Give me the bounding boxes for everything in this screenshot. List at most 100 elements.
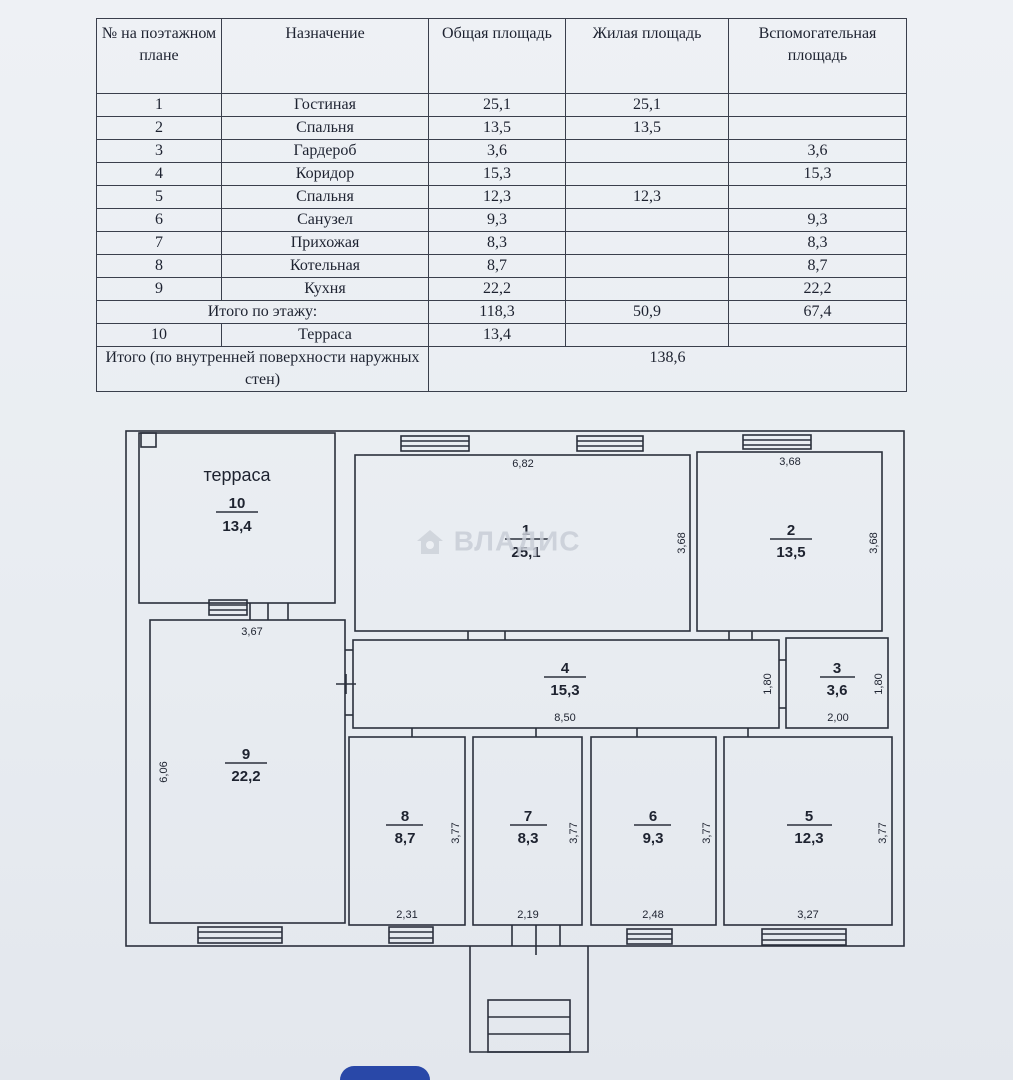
row-aux: 15,3 bbox=[728, 162, 907, 186]
row-aux: 8,7 bbox=[728, 254, 907, 278]
row-name: Коридор bbox=[221, 162, 429, 186]
room-7-outline bbox=[472, 736, 583, 926]
table-row: 3 Гардероб 3,6 3,6 bbox=[96, 139, 907, 163]
room-5-outline bbox=[723, 736, 893, 926]
room-area-table: № на поэтажном плане Назначение Общая пл… bbox=[96, 18, 907, 392]
table-row: 2 Спальня 13,5 13,5 bbox=[96, 116, 907, 140]
table-row: 5 Спальня 12,3 12,3 bbox=[96, 185, 907, 209]
row-living bbox=[565, 231, 729, 255]
row-name: Санузел bbox=[221, 208, 429, 232]
room-number: 8 bbox=[401, 808, 409, 825]
row-num: 1 bbox=[96, 93, 222, 117]
dim-r4-width: 8,50 bbox=[554, 712, 575, 724]
dim-r7-width: 2,19 bbox=[517, 909, 538, 921]
dim-r5-height: 3,77 bbox=[877, 822, 889, 843]
room-area: 8,3 bbox=[518, 830, 539, 847]
house-icon bbox=[415, 527, 445, 557]
room-area: 12,3 bbox=[794, 830, 823, 847]
grand-total-value: 138,6 bbox=[428, 346, 907, 392]
dim-r9-height: 6,06 bbox=[158, 761, 170, 782]
row-total: 15,3 bbox=[428, 162, 566, 186]
room-number: 9 bbox=[242, 746, 250, 763]
floor-total-total: 118,3 bbox=[428, 300, 566, 324]
room-number: 2 bbox=[787, 522, 795, 539]
floor-total-row: Итого по этажу: 118,3 50,9 67,4 bbox=[96, 300, 907, 324]
room-number: 6 bbox=[649, 808, 657, 825]
row-name: Кухня bbox=[221, 277, 429, 301]
row-living bbox=[565, 208, 729, 232]
room-3-outline bbox=[785, 637, 889, 729]
row-name: Спальня bbox=[221, 185, 429, 209]
table-row: 8 Котельная 8,7 8,7 bbox=[96, 254, 907, 278]
row-living: 13,5 bbox=[565, 116, 729, 140]
floor-total-aux: 67,4 bbox=[728, 300, 907, 324]
room-area: 9,3 bbox=[643, 830, 664, 847]
room-area: 25,1 bbox=[511, 544, 540, 561]
dim-r6-height: 3,77 bbox=[701, 822, 713, 843]
dim-r4-height: 1,80 bbox=[762, 673, 774, 694]
dimension-labels: 6,82 3,68 3,68 3,68 3,67 6,06 8,50 1,80 … bbox=[158, 456, 889, 921]
room-number: 3 bbox=[833, 660, 841, 677]
row-total: 8,7 bbox=[428, 254, 566, 278]
row-name: Прихожая bbox=[221, 231, 429, 255]
stamp-edge bbox=[340, 1066, 430, 1080]
table-row: 4 Коридор 15,3 15,3 bbox=[96, 162, 907, 186]
row-living bbox=[565, 254, 729, 278]
row-aux bbox=[728, 185, 907, 209]
table-row: 6 Санузел 9,3 9,3 bbox=[96, 208, 907, 232]
row-total: 12,3 bbox=[428, 185, 566, 209]
row-total: 22,2 bbox=[428, 277, 566, 301]
row-num: 3 bbox=[96, 139, 222, 163]
outer-wall bbox=[125, 430, 905, 947]
room-10-outline bbox=[138, 432, 336, 604]
dim-r2-height: 3,68 bbox=[868, 532, 880, 553]
header-plan-number: № на поэтажном плане bbox=[96, 18, 222, 94]
row-name: Котельная bbox=[221, 254, 429, 278]
dim-r1-width: 6,82 bbox=[512, 458, 533, 470]
row-total: 8,3 bbox=[428, 231, 566, 255]
room-area: 3,6 bbox=[827, 682, 848, 699]
table-row: 1 Гостиная 25,1 25,1 bbox=[96, 93, 907, 117]
room-number: 4 bbox=[561, 660, 570, 677]
room-number: 10 bbox=[229, 495, 246, 512]
terrace-label: терраса bbox=[203, 465, 271, 485]
door-marks bbox=[336, 631, 786, 955]
room-area: 22,2 bbox=[231, 768, 260, 785]
room-area: 8,7 bbox=[395, 830, 416, 847]
header-living-area: Жилая площадь bbox=[565, 18, 729, 94]
room-2-outline bbox=[696, 451, 883, 632]
room-6-outline bbox=[590, 736, 717, 926]
room-8-outline bbox=[348, 736, 466, 926]
row-name: Терраса bbox=[221, 323, 429, 347]
grand-total-row: Итого (по внутренней поверхности наружны… bbox=[96, 346, 907, 392]
room-1-outline bbox=[354, 454, 691, 632]
room-number: 1 bbox=[522, 522, 530, 539]
row-aux: 9,3 bbox=[728, 208, 907, 232]
row-total: 9,3 bbox=[428, 208, 566, 232]
watermark-logo: ВЛАДИС bbox=[415, 524, 605, 560]
grand-total-label: Итого (по внутренней поверхности наружны… bbox=[96, 346, 429, 392]
room-area: 13,4 bbox=[222, 518, 252, 535]
row-name: Спальня bbox=[221, 116, 429, 140]
row-aux: 22,2 bbox=[728, 277, 907, 301]
row-name: Гардероб bbox=[221, 139, 429, 163]
dim-r6-width: 2,48 bbox=[642, 909, 663, 921]
room-number: 5 bbox=[805, 808, 813, 825]
room-9-outline bbox=[149, 619, 346, 924]
row-name: Гостиная bbox=[221, 93, 429, 117]
dim-r3-height: 1,80 bbox=[873, 673, 885, 694]
table-row: 7 Прихожая 8,3 8,3 bbox=[96, 231, 907, 255]
porch-steps bbox=[469, 946, 589, 1053]
room-area: 15,3 bbox=[550, 682, 579, 699]
dim-r2-width: 3,68 bbox=[779, 456, 800, 468]
windows bbox=[197, 434, 847, 946]
room-number: 7 bbox=[524, 808, 532, 825]
row-total: 3,6 bbox=[428, 139, 566, 163]
table-header-row: № на поэтажном плане Назначение Общая пл… bbox=[96, 18, 907, 94]
dim-r5-width: 3,27 bbox=[797, 909, 818, 921]
room-area: 13,5 bbox=[776, 544, 805, 561]
dim-r7-height: 3,77 bbox=[568, 822, 580, 843]
watermark-text: ВЛАДИС bbox=[453, 525, 581, 557]
header-aux-area: Вспомогательная площадь bbox=[728, 18, 907, 94]
